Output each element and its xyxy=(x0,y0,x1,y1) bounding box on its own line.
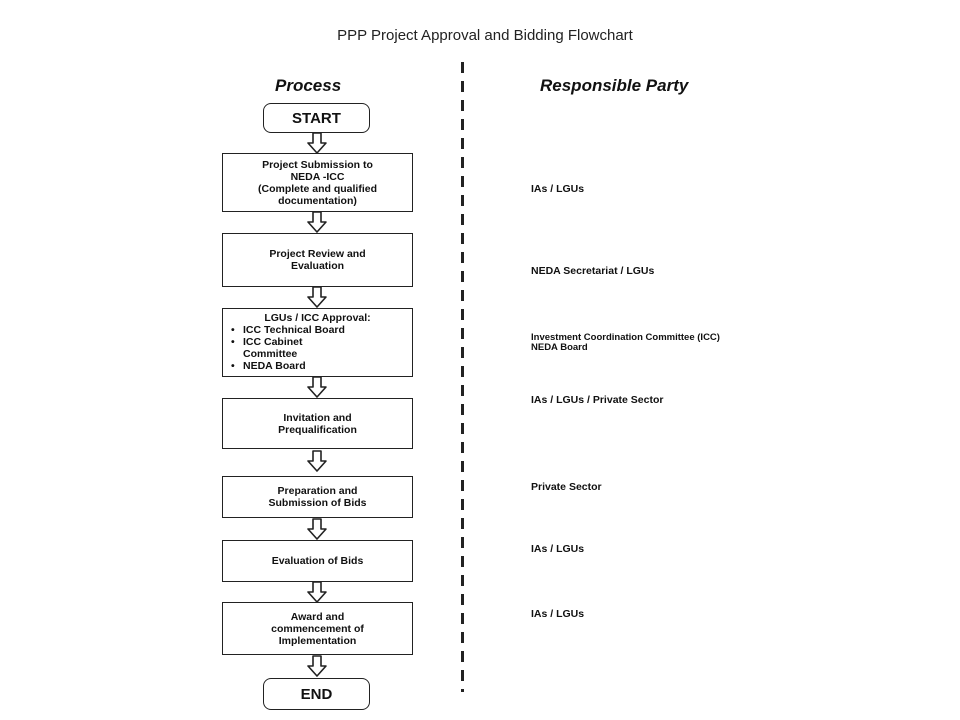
approval-item: ICC Cabinet Committee xyxy=(231,336,333,360)
step-approval: LGUs / ICC Approval: ICC Technical Board… xyxy=(222,308,413,377)
party-step-2: NEDA Secretariat / LGUs xyxy=(531,266,654,277)
step-line: Evaluation xyxy=(290,260,345,272)
step-project-submission: Project Submission to NEDA -ICC (Complet… xyxy=(222,153,413,212)
end-terminal: END xyxy=(263,678,370,710)
party-step-6: IAs / LGUs xyxy=(531,544,584,555)
step-line: documentation) xyxy=(278,194,357,207)
approval-list: ICC Technical Board ICC Cabinet Committe… xyxy=(229,324,345,372)
step-line: Project Submission to xyxy=(262,158,373,171)
party-line: Investment Coordination Committee (ICC) xyxy=(531,332,720,343)
party-line: IAs / LGUs / Private Sector xyxy=(531,394,664,406)
party-step-4: IAs / LGUs / Private Sector xyxy=(531,395,663,406)
down-arrow-icon xyxy=(307,211,327,233)
step-project-review: Project Review and Evaluation xyxy=(222,233,413,287)
step-line: Project Review and xyxy=(269,248,366,260)
down-arrow-icon xyxy=(307,376,327,398)
party-step-3: Investment Coordination Committee (ICC) … xyxy=(531,333,720,353)
step-line: Evaluation of Bids xyxy=(271,555,364,567)
party-line: NEDA Board xyxy=(531,342,588,353)
approval-item: ICC Technical Board xyxy=(231,324,345,336)
down-arrow-icon xyxy=(307,450,327,472)
approval-heading: LGUs / ICC Approval: xyxy=(264,312,371,324)
column-divider xyxy=(461,62,464,692)
party-step-7: IAs / LGUs xyxy=(531,609,584,620)
party-line: IAs / LGUs xyxy=(531,543,585,555)
step-line: Submission of Bids xyxy=(268,497,367,509)
process-column-header: Process xyxy=(275,76,342,95)
party-step-5: Private Sector xyxy=(531,482,602,493)
party-line: Private Sector xyxy=(531,481,602,493)
step-line: Implementation xyxy=(278,634,357,647)
step-award: Award and commencement of Implementation xyxy=(222,602,413,655)
step-line: commencement of xyxy=(271,622,364,635)
down-arrow-icon xyxy=(307,286,327,308)
start-label: START xyxy=(292,109,341,127)
party-line: IAs / LGUs xyxy=(531,608,585,620)
down-arrow-icon xyxy=(307,518,327,540)
responsible-party-column-header: Responsible Party xyxy=(540,76,689,95)
down-arrow-icon xyxy=(307,132,327,154)
step-line: (Complete and qualified xyxy=(257,182,377,195)
end-label: END xyxy=(300,685,333,703)
step-line: Prequalification xyxy=(278,423,357,436)
party-line: NEDA Secretariat / LGUs xyxy=(531,265,655,277)
down-arrow-icon xyxy=(307,655,327,677)
start-terminal: START xyxy=(263,103,370,133)
step-invitation: Invitation and Prequalification xyxy=(222,398,413,449)
step-line: Preparation and xyxy=(277,485,358,497)
party-step-1: IAs / LGUs xyxy=(531,184,584,195)
step-line: Invitation and xyxy=(283,411,352,424)
step-line: NEDA -ICC xyxy=(290,170,345,183)
step-bid-preparation: Preparation and Submission of Bids xyxy=(222,476,413,518)
step-bid-evaluation: Evaluation of Bids xyxy=(222,540,413,582)
step-line: Award and xyxy=(290,610,345,623)
party-line: IAs / LGUs xyxy=(531,183,585,195)
down-arrow-icon xyxy=(307,581,327,603)
approval-item: NEDA Board xyxy=(231,360,345,372)
diagram-title: PPP Project Approval and Bidding Flowcha… xyxy=(337,27,633,44)
